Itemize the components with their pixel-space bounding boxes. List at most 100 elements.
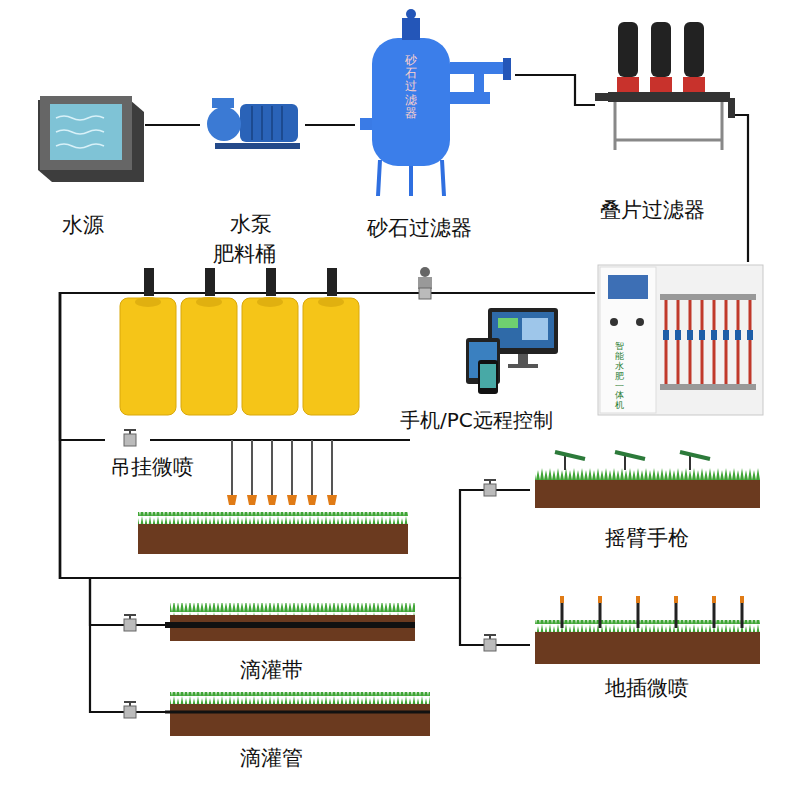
control-machine-part (660, 384, 756, 390)
water-pump-part (215, 143, 300, 149)
fertilizer-tanks-part (144, 268, 154, 296)
ground-sprinklers-part (560, 596, 744, 603)
component-label: 地插微喷 (605, 676, 689, 701)
hanging-sprinklers-part (232, 440, 332, 495)
disc-filter-part (650, 77, 672, 92)
control-machine (598, 265, 763, 415)
water-pipe (60, 293, 595, 440)
drip-tape (165, 603, 415, 641)
drip-pipe-part (165, 711, 430, 714)
component-label: 滴灌带 (240, 658, 303, 683)
water-pool-part (50, 104, 122, 160)
fertilizer-tanks-part (266, 268, 276, 296)
remote-devices-part (492, 312, 554, 348)
hanging-sprinklers-part (138, 512, 408, 524)
ground-sprinklers-part (535, 620, 760, 632)
sand-filter-part (372, 38, 450, 166)
drip-tape-part (170, 603, 415, 615)
fertilizer-tank: 肥料桶 (115, 240, 370, 420)
sand-filter-part (406, 9, 416, 19)
water-source: 水源 (30, 85, 145, 245)
fertilizer-tanks-part (181, 298, 237, 415)
rocker-guns-part (535, 468, 760, 480)
ground-sprinklers (535, 596, 760, 664)
sand-filter-part (503, 58, 511, 80)
control-machine-part (598, 265, 763, 415)
solenoid-valve (418, 267, 432, 299)
water-pump-part (240, 104, 298, 142)
sand-filter-part (474, 62, 484, 104)
ground-sprinklers-part (562, 602, 742, 628)
disc-filter-part (683, 77, 705, 92)
hanging-sprinklers-part (138, 524, 408, 554)
water-pipe (60, 293, 595, 645)
disc-filter-part (728, 98, 735, 118)
disc-filter-part (618, 22, 638, 77)
fertigation-machine: 智能水肥一体机 (595, 262, 765, 417)
control-machine-part (660, 294, 756, 300)
drip-pipe (165, 692, 430, 736)
disc-filter-part (608, 92, 730, 102)
component-label: 滴灌管 (240, 746, 303, 771)
water-pipe (735, 115, 748, 262)
control-machine-part (636, 318, 644, 326)
water-pipe (145, 124, 200, 126)
water-pipe (60, 293, 595, 578)
component-label: 叠片过滤器 (600, 198, 705, 223)
control-machine-part (666, 330, 750, 340)
fertilizer-tanks-part (196, 297, 222, 307)
solenoid-valve-part (418, 277, 432, 289)
disc-filter-part (615, 102, 722, 150)
fertilizer-tanks-part (327, 268, 337, 296)
fertilizer-tanks (120, 268, 359, 415)
water-pipe (305, 124, 355, 126)
disc-filter (595, 22, 735, 150)
rocker-guns (535, 452, 760, 508)
hanging-sprinklers-part (227, 495, 337, 505)
water-pump (207, 98, 300, 149)
solenoid-valve-part (420, 267, 430, 277)
gate-valve-part (124, 702, 136, 706)
sand-filter-part (360, 118, 374, 130)
water-pool (38, 96, 144, 182)
water-pump: 水泵 (200, 95, 305, 240)
vertical-label: 智能水肥一体机 (615, 342, 624, 411)
control-machine-part (608, 275, 648, 299)
remote-devices-part (478, 360, 498, 394)
water-pump-part (252, 106, 282, 140)
gate-valve-part (124, 430, 136, 434)
drip-pipe-part (170, 704, 430, 736)
vertical-label: 砂石过滤器 (405, 54, 417, 120)
component-label: 肥料桶 (213, 242, 276, 267)
remote-devices-part (498, 318, 518, 328)
rocker-gun: 摇臂手枪 (530, 450, 765, 555)
gate-valve-part (484, 635, 496, 639)
hanging-sprinklers-part (150, 439, 410, 441)
gate-valve-part (484, 484, 496, 496)
fertilizer-tanks-part (120, 298, 176, 415)
gate-valve-part (124, 434, 136, 446)
fertilizer-tanks-part (135, 297, 161, 307)
fertilizer-tanks-part (242, 298, 298, 415)
component-label: 摇臂手枪 (605, 526, 689, 551)
rocker-guns-part (555, 452, 710, 459)
water-pipe (515, 75, 595, 105)
remote-devices-part (508, 364, 538, 368)
gate-valve-part (124, 615, 136, 619)
disc-filter-part (617, 77, 639, 92)
gate-valve-part (124, 619, 136, 631)
sand-filter-part (402, 18, 420, 40)
fertilizer-tanks-part (205, 268, 215, 296)
disc-filter-part (651, 22, 671, 77)
component-label: 砂石过滤器 (367, 216, 472, 241)
remote-devices-part (522, 318, 548, 340)
gate-valve-part (484, 480, 496, 484)
gate-valve-part (124, 706, 136, 718)
fertilizer-tanks-part (303, 298, 359, 415)
control-machine-part (666, 300, 750, 384)
water-pool-part (40, 96, 132, 170)
disc-filter-part (684, 22, 704, 77)
disc-filter-part (595, 93, 609, 101)
component-label: 水源 (62, 213, 104, 238)
